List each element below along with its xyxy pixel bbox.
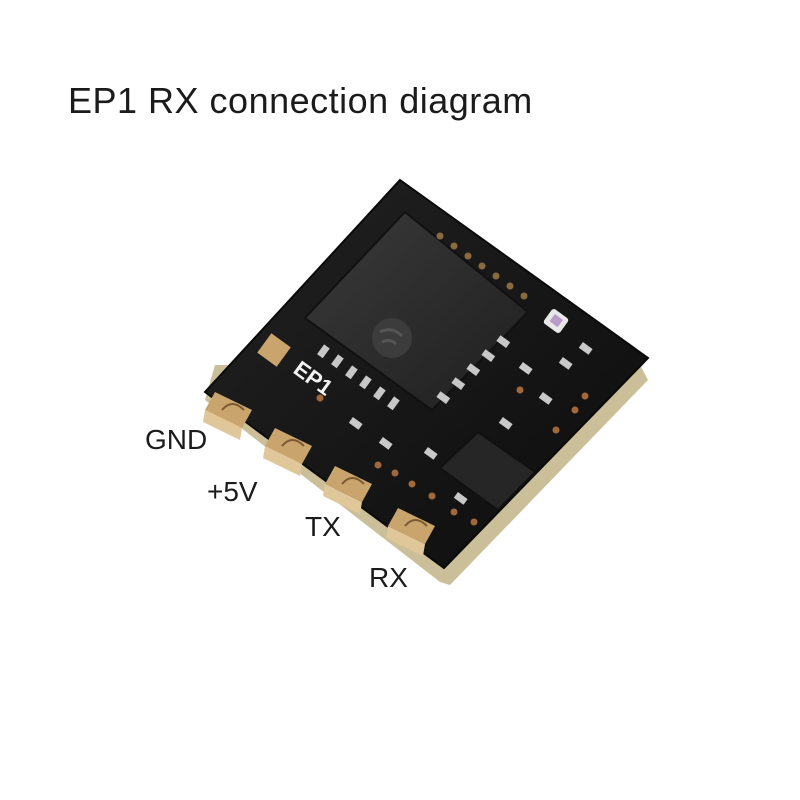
espressif-logo-icon (372, 318, 412, 358)
antenna-pad (257, 333, 291, 367)
secondary-ic (438, 430, 537, 512)
chip-bottom-pins (317, 335, 511, 411)
pad-gnd (205, 392, 252, 428)
pin-label-tx: TX (305, 511, 341, 542)
chip-pins (436, 232, 528, 300)
pin-label-gnd: GND (145, 424, 208, 455)
pin-label-rx: RX (369, 562, 408, 593)
pad-rx (388, 508, 435, 544)
pad-edge-strips (203, 410, 425, 556)
smd-components (348, 342, 593, 505)
pad-5v (265, 428, 312, 464)
pin-label-5v: +5V (207, 476, 258, 507)
solder-pads (205, 392, 435, 544)
esp-chip (303, 210, 530, 412)
vias (316, 386, 589, 526)
pad-tx (325, 466, 372, 502)
diagram-title: EP1 RX connection diagram (68, 80, 533, 121)
